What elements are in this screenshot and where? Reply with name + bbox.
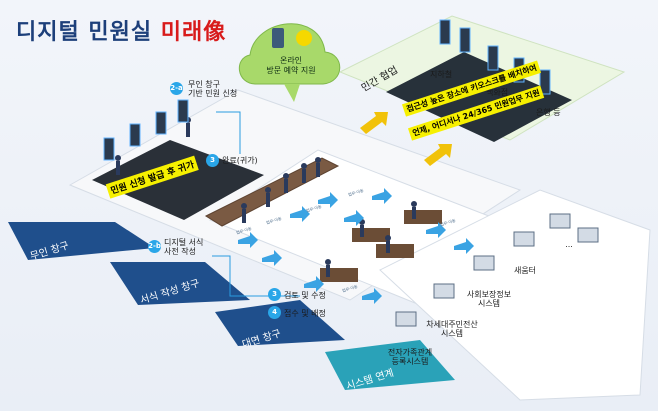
zone-strip-document — [110, 262, 250, 305]
system-more: ... — [565, 240, 573, 249]
document-text-line1: 디지털 서식 — [164, 238, 204, 247]
page-title: 디지털 민원실 미래像 — [16, 20, 227, 45]
desk-3 — [320, 268, 358, 282]
desk-2 — [404, 210, 442, 224]
place-subway: 지하철 — [430, 70, 453, 79]
system-resident: 차세대주민전산 시스템 — [426, 320, 478, 339]
title-accent: 미래像 — [160, 20, 227, 45]
kiosks-unmanned — [103, 99, 189, 161]
system-social-security: 사회보장정보 시스템 — [466, 290, 512, 309]
cloud-kakao-icon — [296, 30, 312, 46]
cloud-phone-icon — [272, 28, 284, 48]
system-saeumteo: 새움터 — [513, 266, 537, 275]
cloud-line2: 방문 예약 지원 — [266, 65, 316, 75]
system-monitors — [395, 213, 599, 327]
cloud-shape — [239, 23, 341, 85]
zone-strip-system — [325, 340, 455, 390]
document-text-line2: 사전 작성 — [164, 247, 196, 257]
place-bank: 은행 등 — [536, 108, 561, 117]
people-group — [115, 117, 417, 277]
unmanned-badge: 2-a — [170, 82, 183, 95]
step-receipt-badge: 4 — [268, 306, 281, 319]
desk-4 — [376, 244, 414, 258]
step-review-text: 검토 및 수정 — [284, 291, 326, 300]
done-badge: 3 — [206, 154, 219, 167]
unmanned-connector — [216, 111, 241, 154]
system-family: 전자가족관계 등록시스템 — [387, 348, 433, 367]
cloud-line1: 온라인 — [279, 56, 303, 65]
unmanned-dark-panel — [92, 140, 264, 220]
desk-1 — [352, 228, 390, 242]
zone-strip-unmanned — [8, 222, 155, 260]
link-arrows — [360, 112, 452, 166]
done-text: 완료(귀가) — [222, 156, 258, 165]
zone-strip-face — [215, 300, 345, 346]
unmanned-text: 무인 창구 기반 민원 신청 — [188, 80, 237, 98]
step-receipt-text: 접수 및 배정 — [284, 309, 326, 318]
step-review-badge: 3 — [268, 288, 281, 301]
cloud-tail — [284, 84, 300, 102]
unmanned-text-line2: 기반 민원 신청 — [188, 89, 238, 99]
private-dark-panel — [386, 52, 572, 142]
document-badge: 2-b — [148, 240, 161, 253]
flow-arrows — [238, 188, 474, 304]
cloud-text: 온라인 방문 예약 지원 — [256, 56, 326, 75]
unmanned-text-line1: 무인 창구 — [188, 80, 220, 89]
place-department-store: 백화점 — [486, 88, 509, 97]
document-connector — [212, 255, 268, 297]
document-text: 디지털 서식 사전 작성 — [164, 238, 203, 256]
